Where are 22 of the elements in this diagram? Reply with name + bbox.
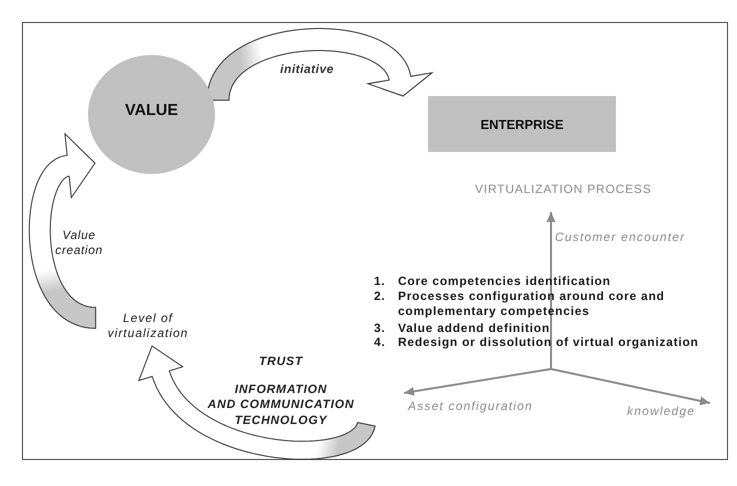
list-number: 3. — [374, 321, 386, 336]
axis-label: Asset configuration — [408, 399, 533, 413]
list-number: 2. — [374, 289, 386, 304]
flow-text: TRUST — [258, 354, 304, 370]
list-item: Redesign or dissolution of virtual organization — [398, 335, 699, 350]
list-item: Value addend definition — [398, 321, 550, 336]
list-number: 1. — [374, 274, 386, 289]
axis-label: knowledge — [627, 404, 696, 418]
node-title: VALUE — [124, 102, 178, 120]
curved-block-arrow — [28, 133, 96, 329]
flow-text: Level of virtualization — [108, 311, 188, 341]
flow-text: INFORMATION AND COMMUNICATION TECHNOLOGY — [208, 382, 354, 428]
list-item: Core competencies identification — [398, 274, 611, 289]
edge-label: Value creation — [53, 228, 105, 257]
section-heading: VIRTUALIZATION PROCESS — [475, 182, 652, 196]
curved-block-arrow — [138, 346, 376, 460]
rectangle-node — [428, 96, 616, 152]
list-item: Processes configuration around core and complementary competencies — [398, 289, 665, 319]
curved-block-arrow — [206, 28, 433, 101]
axis-label: Customer encounter — [555, 230, 686, 244]
node-title: ENTERPRISE — [480, 116, 564, 132]
list-number: 4. — [374, 335, 386, 350]
